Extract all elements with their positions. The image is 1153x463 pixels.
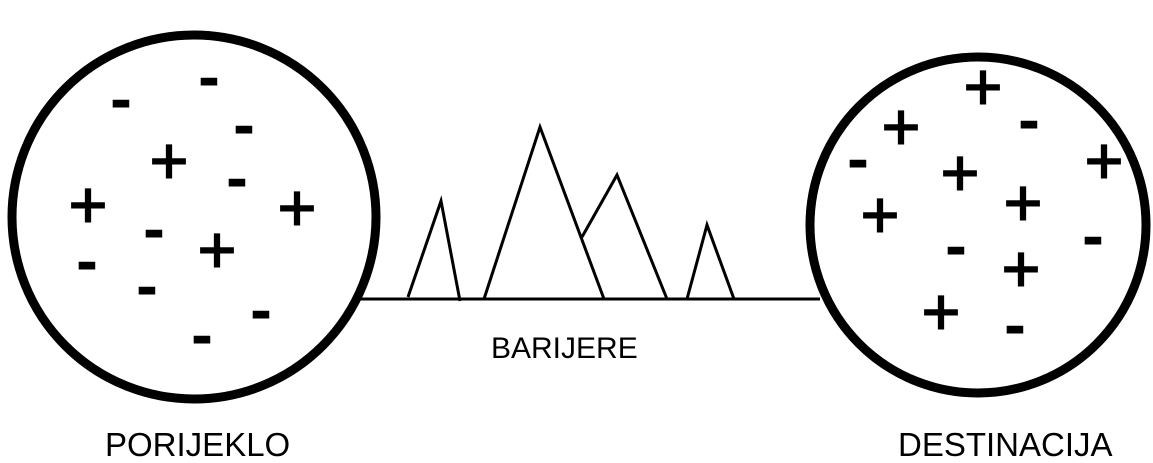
minus-sign: - <box>76 232 98 295</box>
plus-sign: + <box>65 173 110 236</box>
minus-sign: - <box>945 217 967 280</box>
barrier-label: BARIJERE <box>491 334 638 364</box>
plus-sign: + <box>878 95 923 158</box>
minus-sign: - <box>110 70 132 133</box>
minus-sign: - <box>191 306 213 369</box>
origin-label: PORIJEKLO <box>105 428 290 461</box>
plus-sign: + <box>274 176 319 239</box>
minus-sign: - <box>226 149 248 212</box>
plus-sign: + <box>937 141 982 204</box>
barrier-peak-1 <box>408 201 460 301</box>
plus-sign: + <box>918 280 963 343</box>
plus-sign: + <box>194 218 239 281</box>
barrier-peak-4 <box>687 225 734 299</box>
plus-sign: + <box>1000 171 1045 234</box>
plus-sign: + <box>857 183 902 246</box>
minus-sign: - <box>1018 91 1040 154</box>
minus-sign: - <box>1004 296 1026 359</box>
minus-sign: - <box>136 257 158 320</box>
plus-sign: + <box>960 55 1005 118</box>
plus-sign: + <box>1081 129 1126 192</box>
minus-sign: - <box>1082 207 1104 270</box>
plus-sign: + <box>146 129 191 192</box>
destination-label: DESTINACIJA <box>898 428 1113 461</box>
barrier-peak-2 <box>484 127 604 299</box>
plus-sign: + <box>998 237 1043 300</box>
minus-sign: - <box>143 200 165 263</box>
minus-sign: - <box>198 48 220 111</box>
barrier-peak-3 <box>582 175 667 299</box>
minus-sign: - <box>250 281 272 344</box>
